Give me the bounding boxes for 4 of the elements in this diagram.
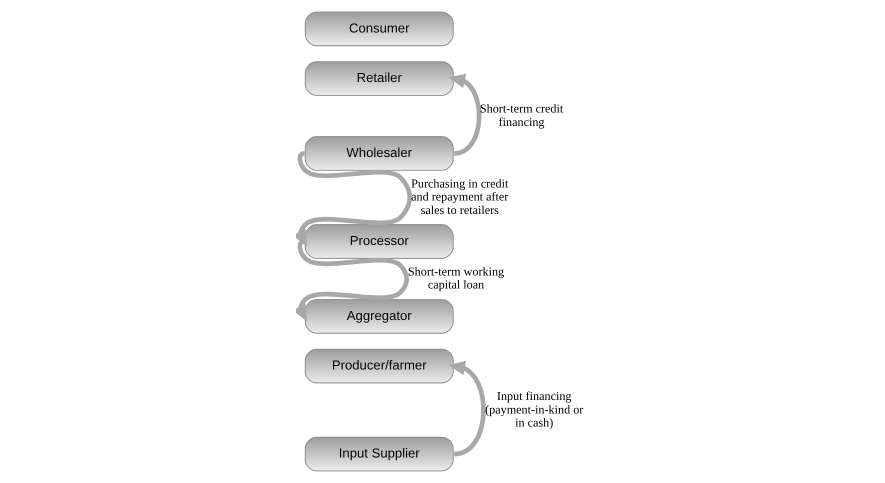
edge-label: Short-term working capital loan: [408, 264, 504, 292]
edge-label: Purchasing in credit and repayment after sales to retailers: [411, 176, 508, 217]
edge-label: Input financing (payment-in-kind or in cash): [485, 389, 584, 430]
edge-label: Short-term credit financing: [480, 102, 564, 129]
